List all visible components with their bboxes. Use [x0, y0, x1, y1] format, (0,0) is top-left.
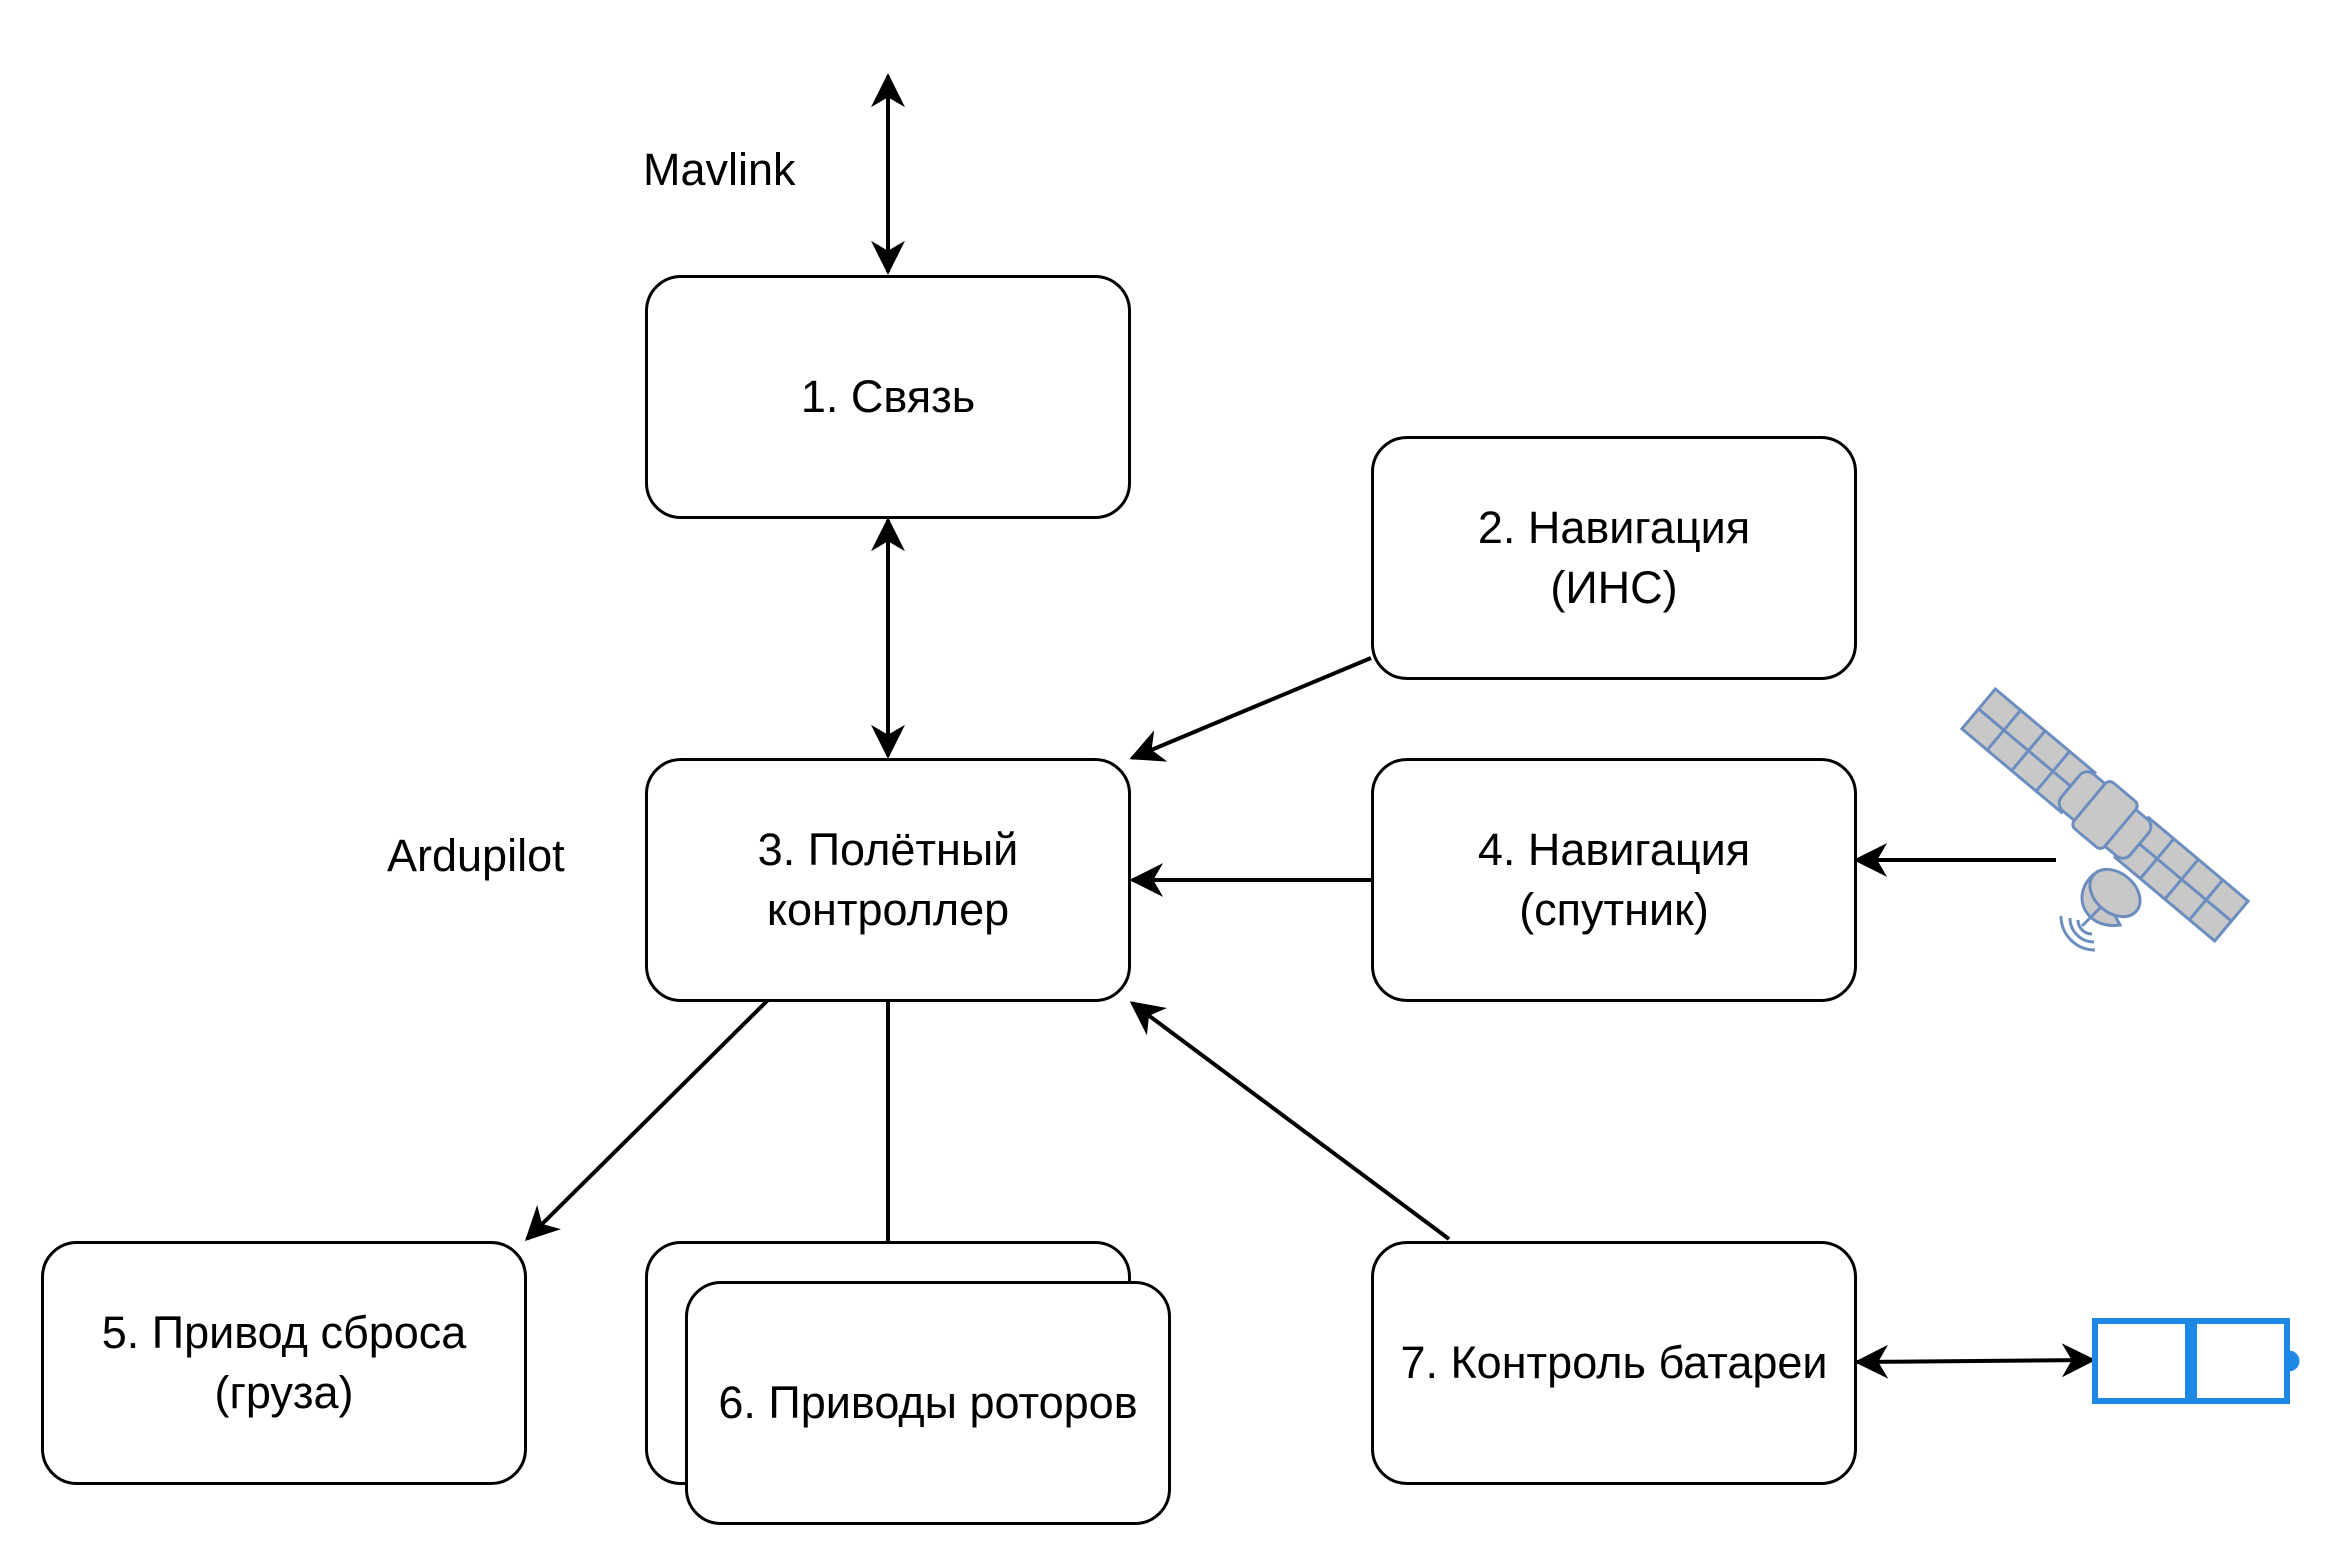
block-flight-controller[interactable]: 3. Полётный контроллер: [645, 758, 1131, 1002]
arrow-battery-controller: [1129, 1001, 1451, 1241]
block-drop-drive-label: 5. Привод сброса: [101, 1307, 467, 1359]
block-rotor-drives[interactable]: 6. Приводы роторов: [685, 1281, 1171, 1525]
block-battery-control[interactable]: 7. Контроль батареи: [1371, 1241, 1857, 1485]
block-communication-label: 1. Связь: [800, 371, 976, 423]
block-navigation-ins[interactable]: 2. Навигация (ИНС): [1371, 436, 1857, 680]
mavlink-label: Mavlink: [643, 144, 796, 195]
block-navigation-ins-label: 2. Навигация: [1477, 502, 1751, 554]
arrow-battery-cell: [1854, 1343, 2096, 1379]
block-navigation-satellite[interactable]: 4. Навигация (спутник): [1371, 758, 1857, 1002]
block-rotor-drives-label: 6. Приводы роторов: [718, 1377, 1138, 1429]
block-flight-controller-label: 3. Полётный: [757, 824, 1019, 876]
block-communication[interactable]: 1. Связь: [645, 275, 1131, 519]
ardupilot-label: Ardupilot: [387, 830, 565, 881]
block-flight-controller-sublabel: контроллер: [766, 884, 1010, 935]
block-navigation-ins-sublabel: (ИНС): [1550, 562, 1678, 613]
block-navigation-satellite-sublabel: (спутник): [1519, 884, 1709, 935]
block-navigation-satellite-label: 4. Навигация: [1477, 824, 1751, 876]
arrow-controller-drop: [524, 998, 770, 1241]
block-drop-drive-sublabel: (груза): [214, 1367, 354, 1418]
arrow-ins-controller: [1129, 656, 1372, 762]
block-battery-control-label: 7. Контроль батареи: [1400, 1337, 1828, 1389]
block-drop-drive[interactable]: 5. Привод сброса (груза): [41, 1241, 527, 1485]
